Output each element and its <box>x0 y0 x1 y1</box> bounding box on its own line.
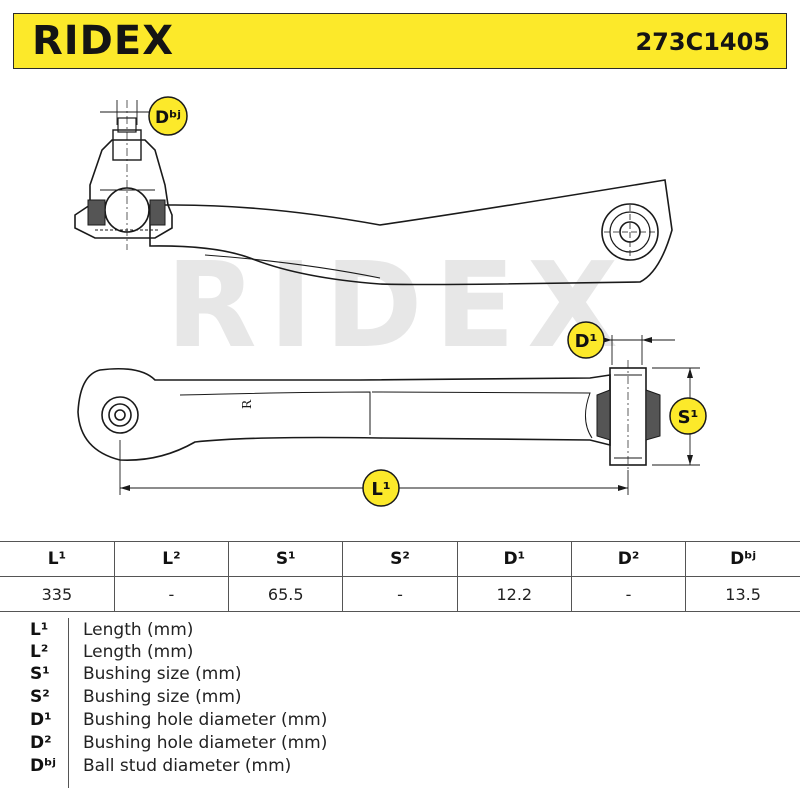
legend-key: D² <box>30 733 52 753</box>
badge-dbj: Dᵇʲ <box>148 96 188 136</box>
bottom-bushing <box>596 360 661 472</box>
spec-table: L¹ L² S¹ S² D¹ D² Dᵇʲ 335 - 65.5 - 12.2 … <box>0 541 800 612</box>
bottom-arm-outline <box>77 367 611 461</box>
badge-s1: S¹ <box>669 397 707 435</box>
legend-item: D¹ Bushing hole diameter (mm) <box>0 709 800 731</box>
legend-desc: Ball stud diameter (mm) <box>83 756 292 776</box>
legend-desc: Bushing size (mm) <box>83 687 242 707</box>
part-number: 273C1405 <box>635 28 770 56</box>
table-header-cell: L² <box>114 541 230 577</box>
badge-l1: L¹ <box>362 469 400 507</box>
legend-key: D¹ <box>30 710 52 730</box>
legend-item: D² Bushing hole diameter (mm) <box>0 732 800 754</box>
table-header-cell: D² <box>571 541 687 577</box>
table-header-cell: Dᵇʲ <box>685 541 800 577</box>
brand-logo: RIDEX <box>32 18 175 64</box>
table-header-cell: S² <box>342 541 458 577</box>
svg-text:S¹: S¹ <box>678 407 699 428</box>
table-cell: 65.5 <box>228 576 344 612</box>
top-bushing <box>601 203 659 261</box>
table-header-cell: L¹ <box>0 541 115 577</box>
legend-key: L² <box>30 642 49 662</box>
table-cell: 13.5 <box>685 576 800 612</box>
legend-item: S¹ Bushing size (mm) <box>0 663 800 685</box>
legend-item: L² Length (mm) <box>0 641 800 663</box>
legend-key: S² <box>30 687 50 707</box>
svg-text:Dᵇʲ: Dᵇʲ <box>155 108 181 128</box>
svg-text:D¹: D¹ <box>575 331 598 352</box>
top-arm-outline <box>149 179 673 286</box>
table-cell: 335 <box>0 576 115 612</box>
legend-desc: Length (mm) <box>83 620 194 640</box>
legend-item: Dᵇʲ Ball stud diameter (mm) <box>0 755 800 777</box>
legend-key: L¹ <box>30 620 49 640</box>
table-cell: - <box>571 576 687 612</box>
technical-drawing: R Dᵇʲ D¹ S¹ L¹ <box>74 96 707 507</box>
svg-text:L¹: L¹ <box>371 479 390 500</box>
table-header-cell: D¹ <box>457 541 572 577</box>
legend: L¹ Length (mm) L² Length (mm) S¹ Bushing… <box>0 610 800 800</box>
legend-key: S¹ <box>30 664 50 684</box>
legend-desc: Bushing hole diameter (mm) <box>83 733 328 753</box>
legend-item: L¹ Length (mm) <box>0 619 800 641</box>
table-cell: 12.2 <box>457 576 572 612</box>
table-header-cell: S¹ <box>228 541 344 577</box>
badge-d1: D¹ <box>567 321 605 359</box>
stamp-mark: R <box>240 399 254 409</box>
watermark: RIDEX <box>165 236 631 374</box>
legend-desc: Bushing size (mm) <box>83 664 242 684</box>
ball-joint <box>74 117 173 239</box>
legend-key: Dᵇʲ <box>30 756 56 776</box>
table-cell: - <box>342 576 458 612</box>
table-row: 335 - 65.5 - 12.2 - 13.5 <box>0 576 800 612</box>
table-cell: - <box>114 576 230 612</box>
legend-divider <box>68 618 69 788</box>
legend-item: S² Bushing size (mm) <box>0 686 800 708</box>
legend-desc: Bushing hole diameter (mm) <box>83 710 328 730</box>
legend-desc: Length (mm) <box>83 642 194 662</box>
table-header-row: L¹ L² S¹ S² D¹ D² Dᵇʲ <box>0 541 800 577</box>
header-bar: RIDEX 273C1405 <box>13 13 787 69</box>
